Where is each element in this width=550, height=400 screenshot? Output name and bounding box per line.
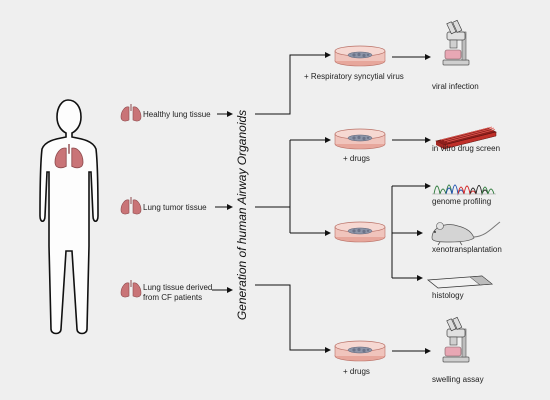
source-tumor-label: Lung tumor tissue	[143, 203, 207, 212]
treatment-rsv-label: + Respiratory syncytial virus	[304, 72, 404, 81]
connector-tumor-up	[255, 140, 291, 208]
organoid-dish-drugs-bottom	[334, 340, 386, 362]
organoid-dish-tumor	[334, 221, 386, 243]
outcome-drug-screen-label: in vitro drug screen	[432, 144, 500, 153]
microscope-icon-viral	[442, 19, 470, 66]
outcome-viral-label: viral infection	[432, 82, 479, 91]
microscope-slide-icon	[426, 275, 494, 289]
treatment-drugs-bottom-label: + drugs	[343, 367, 370, 376]
well-plate-icon	[435, 126, 497, 150]
lung-icon-tumor	[120, 196, 142, 215]
mouse-icon	[431, 221, 501, 246]
lung-icon-cf	[120, 279, 142, 298]
vertical-title: Generation of human Airway Organoids	[235, 110, 249, 320]
treatment-drugs-top-label: + drugs	[343, 154, 370, 163]
outcome-genome-label: genome profiling	[432, 197, 491, 206]
sequencing-peaks-icon	[432, 184, 496, 196]
connector-healthy	[255, 52, 331, 115]
lung-icon-healthy	[120, 103, 142, 122]
source-cf-label-line1: Lung tissue derived	[143, 283, 212, 292]
outcome-xeno-label: xenotransplantation	[432, 245, 502, 254]
organoid-dish-rsv	[334, 45, 386, 67]
source-cf-label-line2: from CF patients	[143, 293, 202, 302]
connector-cf	[255, 284, 331, 353]
microscope-icon-swelling	[442, 316, 470, 363]
organoid-dish-drugs-top	[334, 128, 386, 150]
source-healthy-label: Healthy lung tissue	[143, 110, 211, 119]
outcome-swelling-label: swelling assay	[432, 375, 484, 384]
human-body-icon	[39, 99, 99, 335]
outcome-histology-label: histology	[432, 291, 464, 300]
